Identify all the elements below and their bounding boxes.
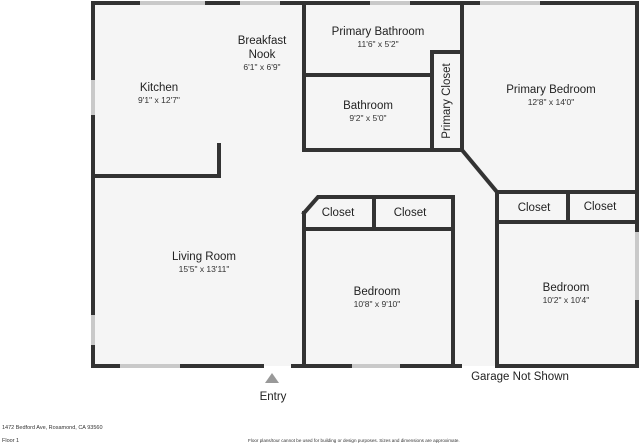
room-name: Breakfast <box>237 35 287 47</box>
room-closet: Closet <box>518 201 551 215</box>
room-name: Primary Closet <box>441 63 453 139</box>
room-name: Bedroom <box>542 282 590 294</box>
room-dimensions: 9'1" x 12'7" <box>138 95 180 105</box>
room-closet: Closet <box>322 206 355 220</box>
room-dimensions: 12'8" x 14'0" <box>527 97 575 107</box>
room-name: Nook <box>248 49 276 61</box>
room-primary-bathroom: Primary Bathroom 11'6" x 5'2" <box>332 25 425 50</box>
wall-center-closets <box>301 195 455 368</box>
room-name: Closet <box>393 207 427 219</box>
room-closet: Closet <box>584 200 617 214</box>
footer-address: 1472 Bedford Ave, Rosamond, CA 93560 <box>2 425 103 431</box>
room-dimensions: 10'8" x 9'10" <box>353 299 401 309</box>
room-closet: Closet <box>394 206 427 220</box>
room-bedroom: Bedroom 10'2" x 10'4" <box>543 281 590 306</box>
room-dimensions: 9'2" x 5'0" <box>349 113 387 123</box>
room-name: Closet <box>321 207 355 219</box>
entry-arrow-icon <box>265 373 279 383</box>
room-kitchen: Kitchen 9'1" x 12'7" <box>138 81 180 106</box>
room-name: Primary Bedroom <box>506 84 596 96</box>
room-bathroom: Bathroom 9'2" x 5'0" <box>343 99 393 124</box>
room-name: Closet <box>583 201 617 213</box>
wall-diagonal <box>459 147 500 195</box>
entry-label: Entry <box>259 391 287 403</box>
room-name: Kitchen <box>139 82 179 94</box>
footer-disclaimer: Floor plans/tour cannot be used for buil… <box>248 438 460 443</box>
room-dimensions: 10'2" x 10'4" <box>542 295 590 305</box>
garage-label: Garage Not Shown <box>471 371 569 383</box>
room-name: Bedroom <box>353 286 401 298</box>
room-name: Closet <box>517 202 551 214</box>
room-primary-closet: Primary Closet <box>440 63 454 138</box>
room-dimensions: 11'6" x 5'2" <box>357 39 399 49</box>
room-primary-bedroom: Primary Bedroom 12'8" x 14'0" <box>506 83 595 108</box>
room-living-room: Living Room 15'5" x 13'11" <box>172 250 236 275</box>
room-breakfast-nook: Breakfast Nook 6'1" x 6'9" <box>238 34 287 73</box>
room-dimensions: 6'1" x 6'9" <box>243 62 281 72</box>
floor-area <box>93 3 637 366</box>
room-bedroom: Bedroom 10'8" x 9'10" <box>354 285 401 310</box>
room-name: Living Room <box>172 251 236 263</box>
room-name: Primary Bathroom <box>331 26 425 38</box>
room-name: Bathroom <box>343 100 393 112</box>
footer-floor: Floor 1 <box>2 438 20 444</box>
room-dimensions: 15'5" x 13'11" <box>178 264 230 274</box>
